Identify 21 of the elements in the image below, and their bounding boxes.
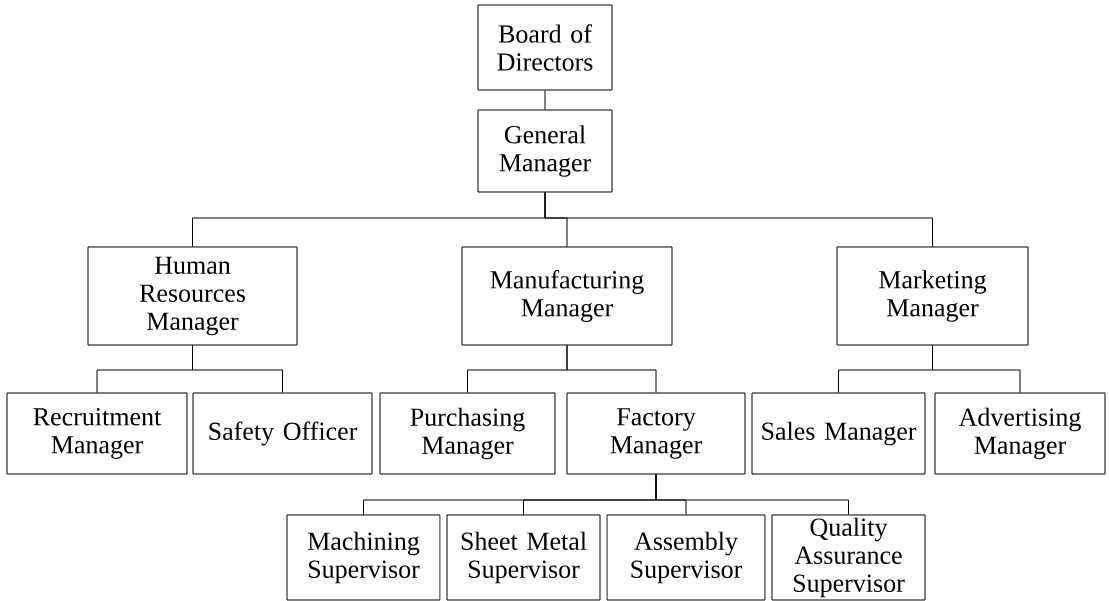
org-box: Marketing Manager [836,246,1029,346]
org-box: Sheet Metal Supervisor [446,514,601,601]
org-box: Safety Officer [192,392,373,475]
connector-line [544,192,933,247]
org-box: Recruitment Manager [6,392,188,475]
org-box: Machining Supervisor [286,514,441,601]
org-box: General Manager [477,109,613,193]
connector-line [566,345,657,393]
org-box: Quality Assurance Supervisor [771,514,926,601]
connector-line [932,345,1021,393]
org-box: Assembly Supervisor [606,514,766,601]
org-box: Board of Directors [477,4,613,91]
org-box: Advertising Manager [934,392,1106,475]
connector-line [544,90,546,110]
org-box: Manufacturing Manager [461,246,673,346]
connector-line [655,474,849,515]
org-box: Factory Manager [566,392,746,475]
org-box: Purchasing Manager [379,392,556,475]
org-box: Sales Manager [751,392,926,475]
org-box: Human Resources Manager [87,246,298,346]
connector-line [192,345,283,393]
